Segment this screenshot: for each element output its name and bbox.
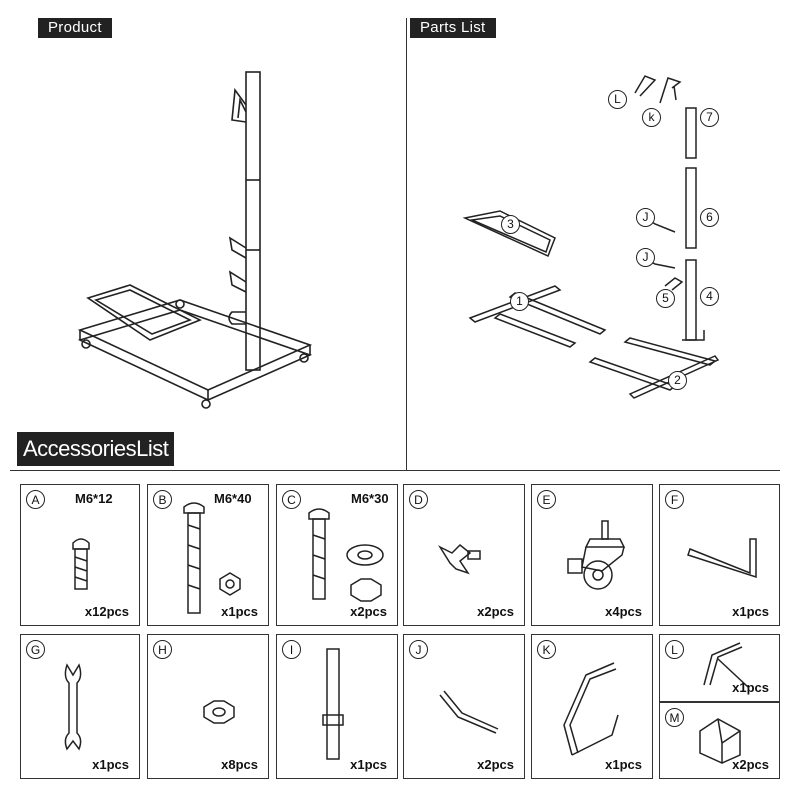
section-divider [406, 18, 407, 470]
accessory-qty: x2pcs [732, 757, 769, 772]
part-label-4: 4 [700, 287, 719, 306]
accessory-m: M x2pcs [659, 702, 780, 779]
accessory-qty: x1pcs [605, 757, 642, 772]
accessory-qty: x1pcs [732, 680, 769, 695]
tube-clamp-icon [322, 648, 344, 760]
accessory-spec: M6*40 [214, 491, 252, 506]
allen-key-icon [687, 538, 757, 579]
accessory-qty: x2pcs [477, 604, 514, 619]
accessory-i: I x1pcs [276, 634, 398, 779]
small-hook-icon [703, 642, 749, 688]
end-cap-icon [699, 718, 741, 764]
accessory-c: C M6*30 x2pcs [276, 484, 398, 626]
accessory-qty: x1pcs [221, 604, 258, 619]
hex-nut-icon [203, 700, 235, 724]
accessory-letter: J [409, 640, 428, 659]
accessory-letter: K [537, 640, 556, 659]
wing-knob-icon [437, 543, 481, 575]
hook-icon [563, 662, 619, 756]
accessory-qty: x2pcs [350, 604, 387, 619]
part-label-3: 3 [501, 215, 520, 234]
accessory-letter: H [153, 640, 172, 659]
part-label-5: 5 [656, 289, 675, 308]
accessory-letter: I [282, 640, 301, 659]
accessory-letter: B [153, 490, 172, 509]
part-label-1: 1 [510, 292, 529, 311]
accessory-qty: x1pcs [732, 604, 769, 619]
part-label-2: 2 [668, 371, 687, 390]
parts-list-header: Parts List [410, 18, 496, 38]
accessory-g: G x1pcs [20, 634, 140, 779]
accessory-h: H x8pcs [147, 634, 269, 779]
part-label-l: L [608, 90, 627, 109]
accessory-spec: M6*30 [351, 491, 389, 506]
accessory-l: L x1pcs [659, 634, 780, 702]
accessory-qty: x1pcs [92, 757, 129, 772]
accessory-f: F x1pcs [659, 484, 780, 626]
accessory-j: J x2pcs [403, 634, 525, 779]
accessory-letter: G [26, 640, 45, 659]
accessory-letter: A [26, 490, 45, 509]
accessory-qty: x1pcs [350, 757, 387, 772]
accessory-d: D x2pcs [403, 484, 525, 626]
caster-wheel-icon [567, 520, 626, 590]
bolt-washer-nut-icon [308, 508, 384, 602]
part-label-j-lower: J [636, 248, 655, 267]
parts-illustration [462, 75, 720, 399]
product-illustration [77, 71, 313, 409]
accessory-letter: C [282, 490, 301, 509]
accessory-a: A M6*12 x12pcs [20, 484, 140, 626]
accessories-divider [10, 470, 780, 471]
accessories-header: AccessoriesList [17, 432, 175, 466]
accessory-letter: M [665, 708, 684, 727]
accessory-k: K x1pcs [531, 634, 653, 779]
accessory-letter: L [665, 640, 684, 659]
j-bolt-icon [439, 690, 499, 734]
accessory-e: E x4pcs [531, 484, 653, 626]
accessory-letter: E [537, 490, 556, 509]
part-label-j-upper: J [636, 208, 655, 227]
accessory-spec: M6*12 [75, 491, 113, 506]
wrench-icon [64, 663, 82, 751]
part-label-k: k [642, 108, 661, 127]
product-header: Product [38, 18, 112, 38]
part-label-6: 6 [700, 208, 719, 227]
part-label-7: 7 [700, 108, 719, 127]
accessory-b: B M6*40 x1pcs [147, 484, 269, 626]
accessory-qty: x8pcs [221, 757, 258, 772]
accessory-qty: x2pcs [477, 757, 514, 772]
accessory-letter: F [665, 490, 684, 509]
long-bolt-icon [183, 502, 241, 614]
bolt-icon [72, 538, 90, 590]
accessory-letter: D [409, 490, 428, 509]
accessory-qty: x4pcs [605, 604, 642, 619]
accessory-qty: x12pcs [84, 604, 129, 619]
